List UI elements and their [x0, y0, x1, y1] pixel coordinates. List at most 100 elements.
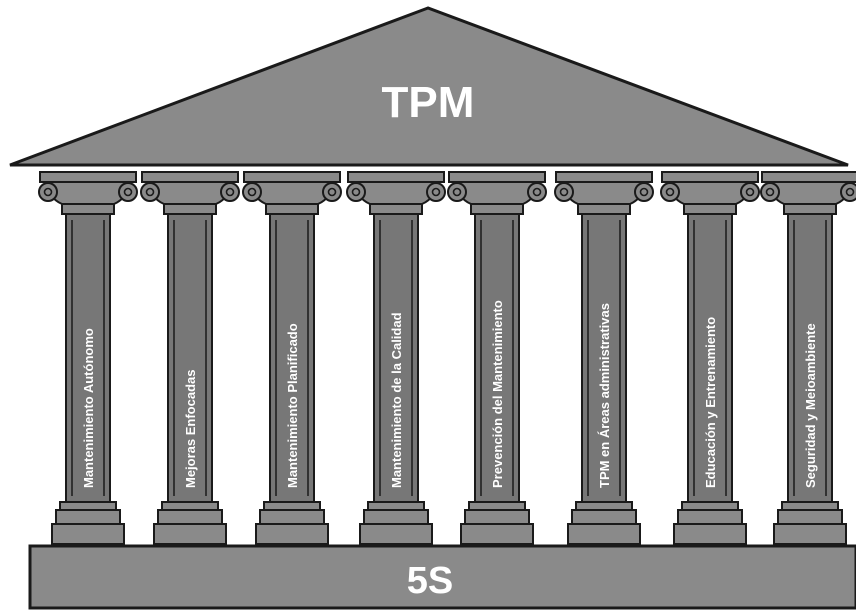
pillar-volute: [140, 182, 160, 202]
pillar-neck: [577, 203, 631, 215]
pillar: Mantenimiento Autónomo: [38, 171, 138, 545]
pillar-capital-top: [555, 171, 653, 183]
pillar-volute-inner: [247, 187, 257, 197]
pillar-volute-inner: [532, 187, 542, 197]
pillar-volute: [527, 182, 547, 202]
pillar-capital-top: [661, 171, 759, 183]
pillar-base-ring: [781, 501, 839, 511]
pillar: TPM en Áreas administrativas: [554, 171, 654, 545]
pillar-capital: [148, 181, 232, 205]
pillar-volute-inner: [452, 187, 462, 197]
pillar-volute-inner: [145, 187, 155, 197]
pillar-volute-inner: [639, 187, 649, 197]
pillar-capital: [354, 181, 438, 205]
pillar-shaft: [65, 213, 111, 503]
pillar-base-ring: [59, 501, 117, 511]
pillar-volute-inner: [351, 187, 361, 197]
pillar-capital: [250, 181, 334, 205]
pillar-capital: [768, 181, 852, 205]
pillar-volute: [322, 182, 342, 202]
pillar-volute: [840, 182, 856, 202]
pillar-plinth: [255, 523, 329, 545]
pillar: Seguridad y Meioambiente: [760, 171, 856, 545]
pillar-shaft: [687, 213, 733, 503]
pillars: Mantenimiento Autónomo Mejoras Enfocadas M…: [38, 171, 856, 545]
pillar-volute-inner: [745, 187, 755, 197]
pillar-base-ring: [263, 501, 321, 511]
pillar-volute-inner: [765, 187, 775, 197]
pillar: Prevención del Mantenimiento: [447, 171, 547, 545]
pillar-label: Mantenimiento de la Calidad: [389, 312, 404, 488]
pillar-volute: [38, 182, 58, 202]
pillar-volute: [740, 182, 760, 202]
pillar-plinth: [51, 523, 125, 545]
pillar-neck: [783, 203, 837, 215]
pillar-shaft: [581, 213, 627, 503]
pillar-base-ring: [575, 501, 633, 511]
pillar-volute: [242, 182, 262, 202]
pillar-volute: [554, 182, 574, 202]
pillar-neck: [470, 203, 524, 215]
pillar-base-torus: [464, 509, 530, 525]
pillar-volute: [220, 182, 240, 202]
pillar-volute-inner: [559, 187, 569, 197]
pillar-base-torus: [363, 509, 429, 525]
roof-triangle: [9, 6, 849, 167]
pillar: Educación y Entrenamiento: [660, 171, 760, 545]
pillar-base-torus: [571, 509, 637, 525]
pillar-capital-top: [141, 171, 239, 183]
pillar-label: Educación y Entrenamiento: [703, 317, 718, 488]
pillar: Mantenimiento de la Calidad: [346, 171, 446, 545]
pillar-capital: [46, 181, 130, 205]
pillar-capital-top: [347, 171, 445, 183]
pillar-neck: [163, 203, 217, 215]
pillar-label: Mantenimiento Planificado: [285, 323, 300, 488]
pillar-neck: [369, 203, 423, 215]
pillar-label: Seguridad y Meioambiente: [803, 323, 818, 488]
pillar-base-ring: [468, 501, 526, 511]
pillar-volute-inner: [123, 187, 133, 197]
pillar-plinth: [359, 523, 433, 545]
pillar-plinth: [153, 523, 227, 545]
pillar: Mejoras Enfocadas: [140, 171, 240, 545]
pillar-base-torus: [677, 509, 743, 525]
pillar-volute: [760, 182, 780, 202]
pillar-capital: [562, 181, 646, 205]
pillar-plinth: [460, 523, 534, 545]
pillar-shaft: [269, 213, 315, 503]
pillar-capital: [668, 181, 752, 205]
pillar-shaft: [373, 213, 419, 503]
pillar-base-torus: [157, 509, 223, 525]
pillar-volute: [660, 182, 680, 202]
pillar-neck: [265, 203, 319, 215]
base: 5S: [28, 544, 856, 610]
pillar-neck: [683, 203, 737, 215]
pillar-volute-inner: [431, 187, 441, 197]
pillar-plinth: [673, 523, 747, 545]
pillar-label: TPM en Áreas administrativas: [597, 303, 612, 488]
pillar-volute-inner: [225, 187, 235, 197]
roof: TPM: [9, 6, 849, 167]
pillar-volute: [634, 182, 654, 202]
pillar-volute: [346, 182, 366, 202]
pillar-capital: [455, 181, 539, 205]
pillar-label: Mantenimiento Autónomo: [81, 328, 96, 488]
pillar-volute-inner: [327, 187, 337, 197]
pillar-volute-inner: [665, 187, 675, 197]
pillar-volute: [118, 182, 138, 202]
pillar-capital-top: [448, 171, 546, 183]
pillar-volute-inner: [845, 187, 855, 197]
pillar: Mantenimiento Planificado: [242, 171, 342, 545]
pillar-volute-inner: [43, 187, 53, 197]
base-title: 5S: [407, 560, 453, 602]
pillar-volute: [426, 182, 446, 202]
pillar-label: Mejoras Enfocadas: [183, 370, 198, 489]
pillar-base-torus: [777, 509, 843, 525]
pillar-label: Prevención del Mantenimiento: [490, 300, 505, 488]
pillar-shaft: [167, 213, 213, 503]
pillar-neck: [61, 203, 115, 215]
pillar-base-ring: [161, 501, 219, 511]
pillar-plinth: [567, 523, 641, 545]
